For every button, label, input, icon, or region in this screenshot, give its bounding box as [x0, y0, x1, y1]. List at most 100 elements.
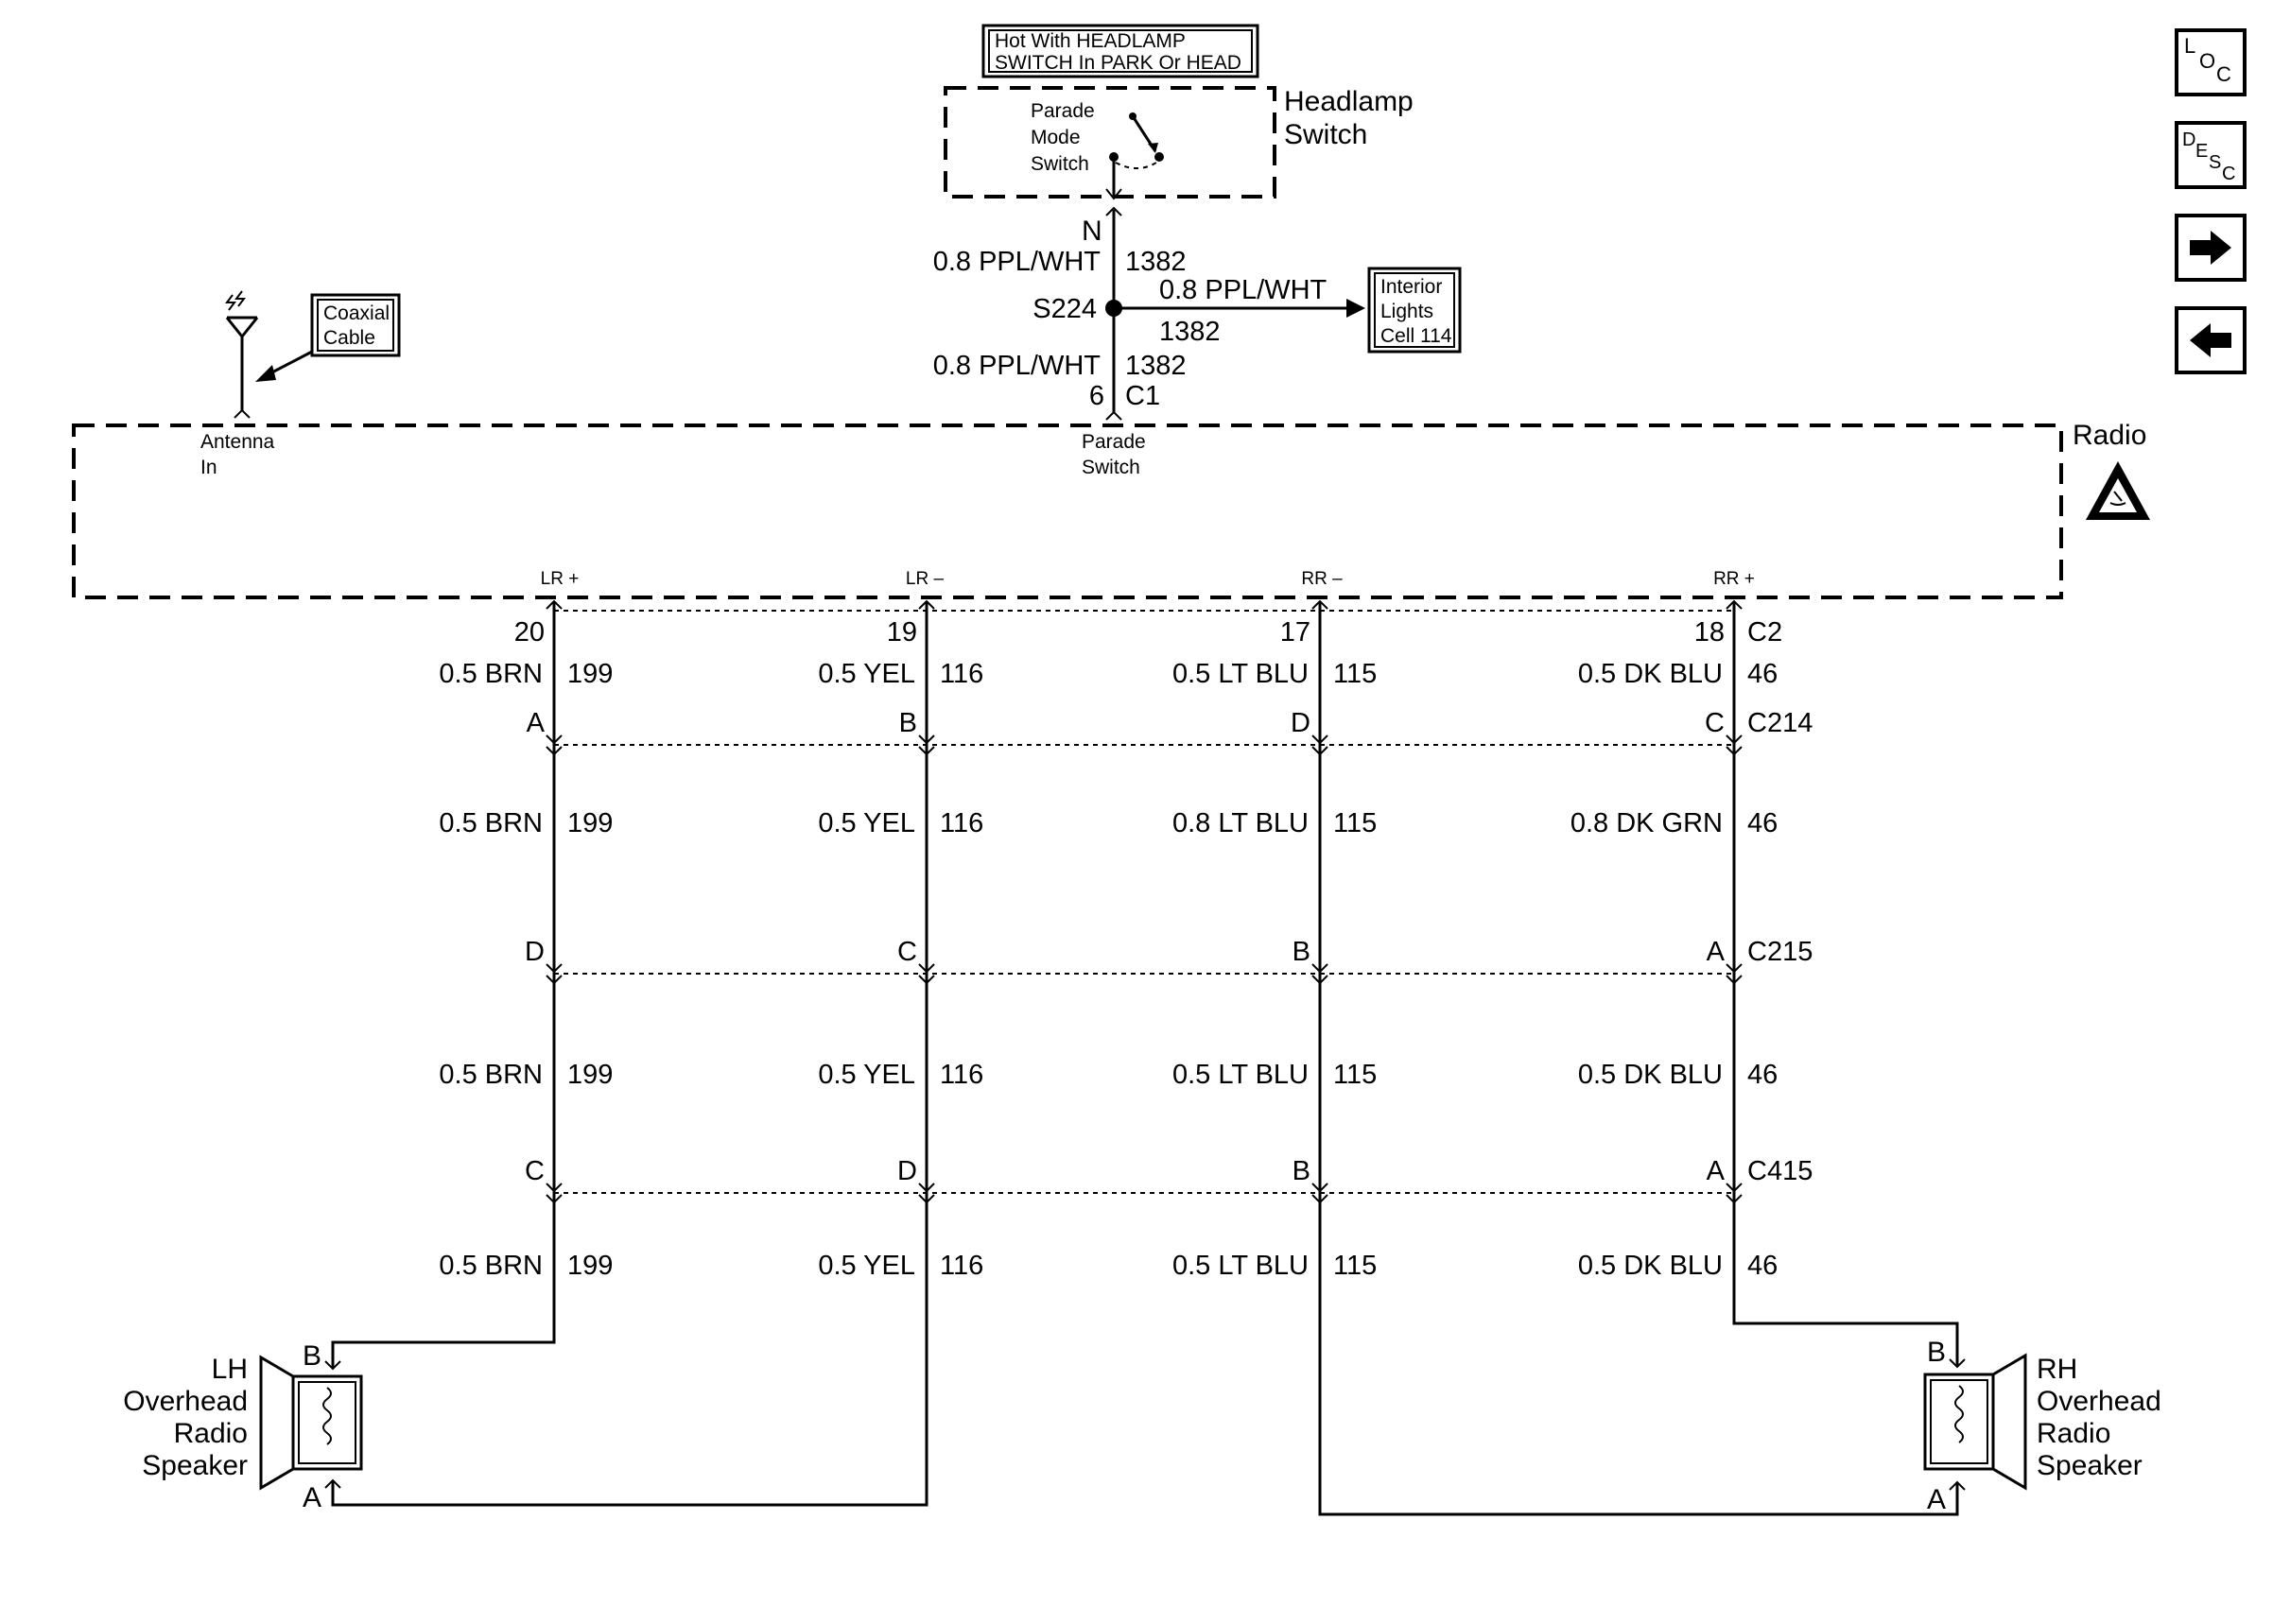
connector-cavity-c415: A [1707, 1156, 1726, 1186]
wire-color-label: 0.5 BRN [439, 659, 543, 689]
connector-cavity-c415: D [897, 1156, 917, 1186]
wire-color-label: 0.5 BRN [439, 1060, 543, 1090]
desc-button[interactable]: D E S C [2175, 121, 2247, 189]
circuit-number-label: 46 [1747, 1251, 1778, 1281]
wire-color-label: 0.5 LT BLU [1172, 1060, 1309, 1090]
feed-connector: C1 [1125, 381, 1160, 411]
headlamp-switch-label-1: Headlamp [1284, 86, 1414, 117]
wire-color-label: 0.5 BRN [439, 1251, 543, 1281]
hot-note-line2: SWITCH In PARK Or HEAD [995, 52, 1241, 74]
connector-cavity-c214: C [1705, 708, 1725, 738]
parade-switch-line2: Switch [1082, 457, 1140, 478]
radio-pin-number: 18 [1694, 617, 1725, 648]
loc-button[interactable]: L O C [2175, 28, 2247, 96]
wire-color-label: 0.5 DK BLU [1578, 1251, 1723, 1281]
wire-color-label: 0.5 LT BLU [1172, 659, 1309, 689]
feed-circuit-lower: 1382 [1125, 351, 1187, 381]
rh-label-3: Radio [2037, 1418, 2110, 1449]
connector-cavity-c215: C [897, 937, 917, 967]
radio-pin-number: 19 [887, 617, 917, 648]
parade-mode-label-3: Switch [1031, 153, 1089, 175]
circuit-number-label: 199 [567, 1060, 613, 1090]
circuit-number-label: 116 [940, 659, 983, 689]
circuit-number-label: 46 [1747, 659, 1778, 689]
lh-speaker: B A LH Overhead Radio Speaker [123, 1210, 928, 1513]
speaker-icon [1923, 1353, 2027, 1491]
connector-cavity-c215: B [1293, 937, 1310, 967]
connector-c415: C415 [1747, 1156, 1813, 1186]
connector-cavity-c214: D [1291, 708, 1310, 738]
lh-pin-b: B [303, 1340, 321, 1372]
connector-cavity-c214: A [527, 708, 546, 738]
circuit-number-label: 46 [1747, 1060, 1778, 1090]
radio-pin-number: 17 [1280, 617, 1310, 648]
circuit-number-label: 116 [940, 1060, 983, 1090]
coax-arrow [255, 365, 276, 382]
rh-pin-a: A [1927, 1484, 1946, 1515]
rh-label-1: RH [2037, 1354, 2077, 1385]
wire-color-label: 0.5 YEL [818, 808, 915, 838]
rh-label-2: Overhead [2037, 1386, 2161, 1417]
antenna-in-line1: Antenna [200, 431, 275, 453]
antenna-icon [225, 290, 259, 419]
lh-label-2: Overhead [123, 1386, 248, 1417]
circuit-number-label: 199 [567, 1251, 613, 1281]
circuit-number-label: 115 [1333, 1060, 1377, 1090]
radio-pin-number: 20 [514, 617, 545, 648]
arrow-left-icon [2190, 323, 2231, 357]
circuit-number-label: 115 [1333, 659, 1377, 689]
back-button[interactable] [2175, 306, 2247, 374]
connector-cavity-c415: C [525, 1156, 545, 1186]
connector-cavity-c215: A [1707, 937, 1726, 967]
splice-label: S224 [1032, 294, 1097, 324]
terminal-rr-minus: RR – [1301, 569, 1343, 589]
feed-circuit-upper: 1382 [1125, 247, 1187, 277]
parade-mode-label-1: Parade [1031, 100, 1095, 122]
arrow-right-icon [2190, 231, 2231, 265]
wire-color-label: 0.5 BRN [439, 808, 543, 838]
radio-connector-c2: C2 [1747, 617, 1782, 648]
loc-c: C [2216, 62, 2231, 86]
terminal-lr-plus: LR + [541, 569, 580, 589]
wire-color-label: 0.5 DK BLU [1578, 659, 1723, 689]
loc-l: L [2184, 34, 2195, 58]
coax-line2: Cable [323, 327, 375, 349]
wire-color-label: 0.5 LT BLU [1172, 1251, 1309, 1281]
interior-lights-line3: Cell 114 [1380, 325, 1452, 347]
antenna: Coaxial Cable [225, 290, 401, 419]
esd-warning-icon [2086, 461, 2150, 520]
headlamp-switch-label-2: Switch [1284, 119, 1367, 150]
wire-color-label: 0.5 YEL [818, 659, 915, 689]
feed-wire-lower: 0.8 PPL/WHT [933, 351, 1102, 381]
circuit-number-label: 199 [567, 659, 613, 689]
wire-color-label: 0.5 YEL [818, 1060, 915, 1090]
circuit-number-label: 115 [1333, 808, 1377, 838]
hot-note-line1: Hot With HEADLAMP [995, 30, 1186, 52]
feed-pin: 6 [1089, 381, 1104, 411]
wire-color-label: 0.8 DK GRN [1570, 808, 1723, 838]
connector-cavity-c214: B [899, 708, 917, 738]
rh-speaker: B A RH Overhead Radio Speaker [1318, 1210, 2161, 1516]
forward-button[interactable] [2175, 214, 2247, 282]
branch-wire: 0.8 PPL/WHT [1159, 275, 1327, 305]
antenna-in-line2: In [200, 457, 217, 478]
wire-color-label: 0.5 DK BLU [1578, 1060, 1723, 1090]
connector-lines [554, 610, 1734, 1194]
desc-s: S [2209, 152, 2221, 173]
desc-c: C [2222, 164, 2235, 184]
rh-label-4: Speaker [2037, 1450, 2143, 1481]
circuit-number-label: 116 [940, 808, 983, 838]
circuit-number-label: 199 [567, 808, 613, 838]
desc-d: D [2182, 130, 2195, 150]
desc-e: E [2195, 141, 2208, 162]
circuit-number-label: 116 [940, 1251, 983, 1281]
branch-arrow [1346, 299, 1365, 318]
terminal-rr-plus: RR + [1713, 569, 1755, 589]
connector-cavity-c415: B [1293, 1156, 1310, 1186]
feed-circuit: N 0.8 PPL/WHT 1382 S224 0.8 PPL/WHT 1382… [933, 206, 1365, 421]
lh-label-4: Speaker [142, 1450, 248, 1481]
interior-lights-line2: Lights [1380, 301, 1433, 322]
